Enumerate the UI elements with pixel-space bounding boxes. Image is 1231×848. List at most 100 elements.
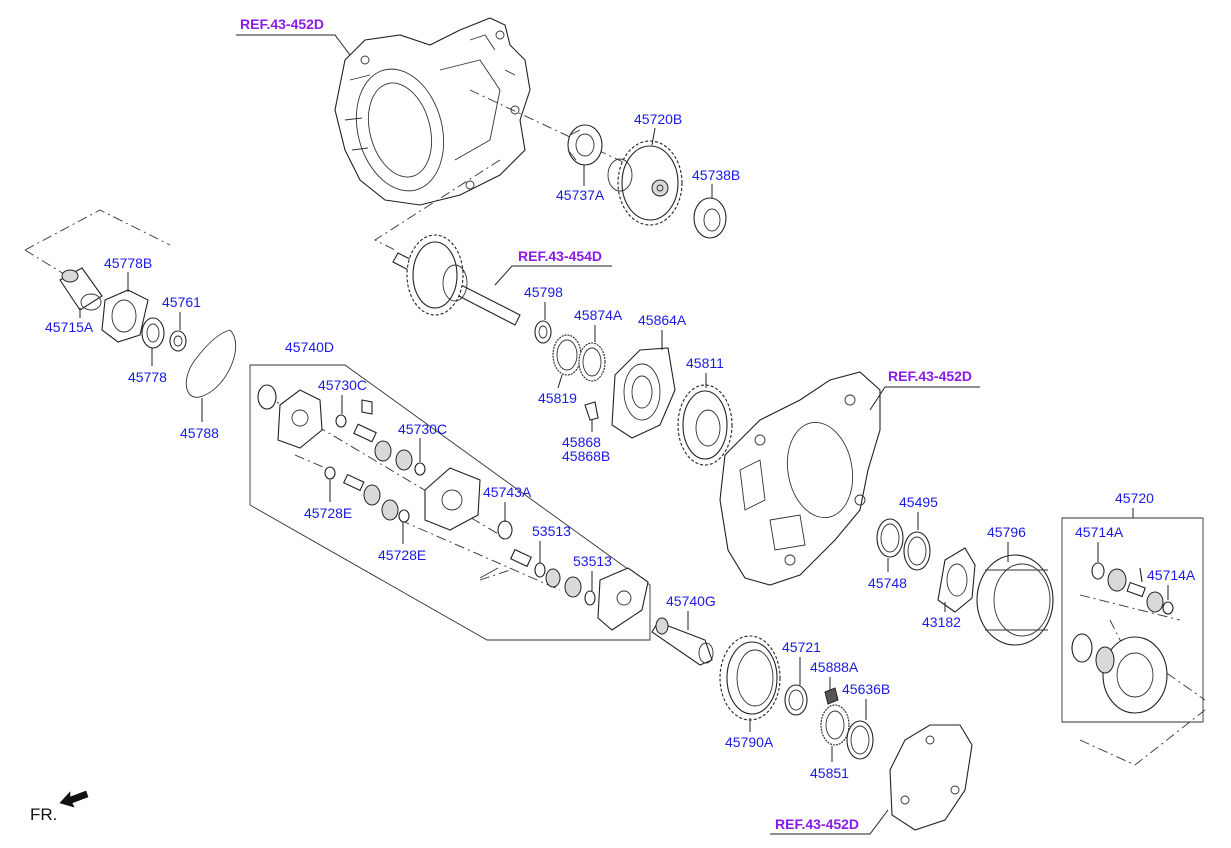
- ref-top-callout[interactable]: REF.43-452D: [236, 16, 351, 56]
- callout-45728E-b[interactable]: 45728E: [378, 522, 426, 563]
- callout-45714A-a[interactable]: 45714A: [1075, 524, 1124, 562]
- part-label-45720[interactable]: 45720: [1115, 490, 1154, 506]
- ring-gear-45790A: [719, 635, 781, 721]
- seal-45778: [141, 317, 165, 349]
- part-label-45761[interactable]: 45761: [162, 294, 201, 310]
- washer-45798: [534, 320, 552, 344]
- part-label-45743A[interactable]: 45743A: [483, 484, 532, 500]
- callout-45743A[interactable]: 45743A: [483, 484, 532, 522]
- callout-45868B[interactable]: 45868B: [562, 448, 610, 464]
- callout-45864A[interactable]: 45864A: [638, 312, 687, 350]
- ref-right-callout[interactable]: REF.43-452D: [869, 368, 980, 411]
- part-label-43182[interactable]: 43182: [922, 614, 961, 630]
- part-label-45868[interactable]: 45868: [562, 434, 601, 450]
- part-label-45714A-a[interactable]: 45714A: [1075, 524, 1124, 540]
- callout-45728E-a[interactable]: 45728E: [304, 480, 352, 521]
- callout-45868[interactable]: 45868: [562, 420, 601, 450]
- callout-45714A-b[interactable]: 45714A: [1147, 567, 1196, 600]
- callout-45798[interactable]: 45798: [524, 284, 563, 320]
- callout-45740G[interactable]: 45740G: [666, 593, 716, 630]
- retainer-45778B: [101, 289, 149, 343]
- callout-45778B[interactable]: 45778B: [104, 255, 152, 292]
- part-label-45495[interactable]: 45495: [899, 494, 938, 510]
- part-label-45715A[interactable]: 45715A: [45, 319, 94, 335]
- part-label-45738B[interactable]: 45738B: [692, 167, 740, 183]
- callout-45874A[interactable]: 45874A: [574, 307, 623, 342]
- part-label-45796[interactable]: 45796: [987, 524, 1026, 540]
- part-label-45714A-b[interactable]: 45714A: [1147, 567, 1196, 583]
- callout-45715A[interactable]: 45715A: [45, 308, 94, 335]
- bearing-45851: [820, 704, 850, 746]
- callout-45721[interactable]: 45721: [782, 639, 821, 685]
- differential-gear-45720B: [607, 140, 683, 226]
- ref-top-label[interactable]: REF.43-452D: [240, 16, 324, 32]
- part-label-45728E-a[interactable]: 45728E: [304, 505, 352, 521]
- part-label-45778B[interactable]: 45778B: [104, 255, 152, 271]
- callout-45730C-b[interactable]: 45730C: [398, 421, 447, 462]
- part-label-45888A[interactable]: 45888A: [810, 659, 859, 675]
- part-label-45778[interactable]: 45778: [128, 369, 167, 385]
- part-label-45720B[interactable]: 45720B: [634, 111, 682, 127]
- ref-bottom-label[interactable]: REF.43-452D: [775, 816, 859, 832]
- callout-45720B[interactable]: 45720B: [634, 111, 682, 146]
- ref-shaft-callout[interactable]: REF.43-454D: [494, 248, 612, 286]
- part-label-45740G[interactable]: 45740G: [666, 593, 716, 609]
- front-label: FR.: [30, 805, 57, 824]
- callout-45720[interactable]: 45720: [1115, 490, 1154, 518]
- part-label-53513-a[interactable]: 53513: [532, 523, 571, 539]
- part-label-45864A[interactable]: 45864A: [638, 312, 687, 328]
- carrier-group-45740D: [249, 364, 651, 641]
- callout-45851[interactable]: 45851: [810, 746, 849, 781]
- bearing-45738B: [693, 197, 727, 239]
- callout-45796[interactable]: 45796: [987, 524, 1026, 562]
- drum-45796: [976, 554, 1054, 646]
- part-label-45868B[interactable]: 45868B: [562, 448, 610, 464]
- centerline-upper-2: [374, 159, 501, 251]
- callout-45737A[interactable]: 45737A: [556, 165, 605, 203]
- seal-45495: [903, 531, 931, 571]
- callout-45788[interactable]: 45788: [180, 398, 219, 441]
- part-label-45851[interactable]: 45851: [810, 765, 849, 781]
- part-label-45721[interactable]: 45721: [782, 639, 821, 655]
- part-label-45874A[interactable]: 45874A: [574, 307, 623, 323]
- part-label-45730C-a[interactable]: 45730C: [318, 377, 367, 393]
- ring-45874A: [578, 342, 606, 382]
- callout-45636B[interactable]: 45636B: [842, 681, 890, 720]
- part-label-45819[interactable]: 45819: [538, 390, 577, 406]
- callout-45495[interactable]: 45495: [899, 494, 938, 530]
- ref-shaft-label[interactable]: REF.43-454D: [518, 248, 602, 264]
- ref-bottom-callout[interactable]: REF.43-452D: [770, 809, 889, 835]
- ref-right-label[interactable]: REF.43-452D: [888, 368, 972, 384]
- part-label-45798[interactable]: 45798: [524, 284, 563, 300]
- carrier-parts: [257, 384, 649, 631]
- part-label-45740D[interactable]: 45740D: [285, 339, 334, 355]
- callout-53513-b[interactable]: 53513: [573, 553, 612, 592]
- part-label-45728E-b[interactable]: 45728E: [378, 547, 426, 563]
- front-orientation-indicator: FR.: [30, 790, 89, 824]
- shaft-45715A: [59, 267, 103, 311]
- callout-45790A[interactable]: 45790A: [725, 718, 774, 750]
- plate-45864A: [611, 347, 676, 439]
- part-label-45811[interactable]: 45811: [686, 355, 724, 371]
- snap-ring-45788: [185, 329, 237, 398]
- callout-43182[interactable]: 43182: [922, 602, 961, 630]
- part-label-45748[interactable]: 45748: [868, 575, 907, 591]
- part-label-45730C-b[interactable]: 45730C: [398, 421, 447, 437]
- callout-45778[interactable]: 45778: [128, 348, 167, 385]
- callout-45740D[interactable]: 45740D: [285, 339, 334, 355]
- part-label-45636B[interactable]: 45636B: [842, 681, 890, 697]
- differential-assembly-box-45720: [1061, 517, 1204, 723]
- input-shaft-assembly: [392, 234, 521, 326]
- callout-45748[interactable]: 45748: [868, 558, 907, 591]
- callout-45811[interactable]: 45811: [686, 355, 724, 388]
- callout-45761[interactable]: 45761: [162, 294, 201, 330]
- callout-45888A[interactable]: 45888A: [810, 659, 859, 690]
- callout-45738B[interactable]: 45738B: [692, 167, 740, 198]
- callout-45819[interactable]: 45819: [538, 374, 577, 406]
- part-label-45790A[interactable]: 45790A: [725, 734, 774, 750]
- part-label-53513-b[interactable]: 53513: [573, 553, 612, 569]
- part-label-45788[interactable]: 45788: [180, 425, 219, 441]
- callout-45730C-a[interactable]: 45730C: [318, 377, 367, 414]
- callout-53513-a[interactable]: 53513: [532, 523, 571, 563]
- part-label-45737A[interactable]: 45737A: [556, 187, 605, 203]
